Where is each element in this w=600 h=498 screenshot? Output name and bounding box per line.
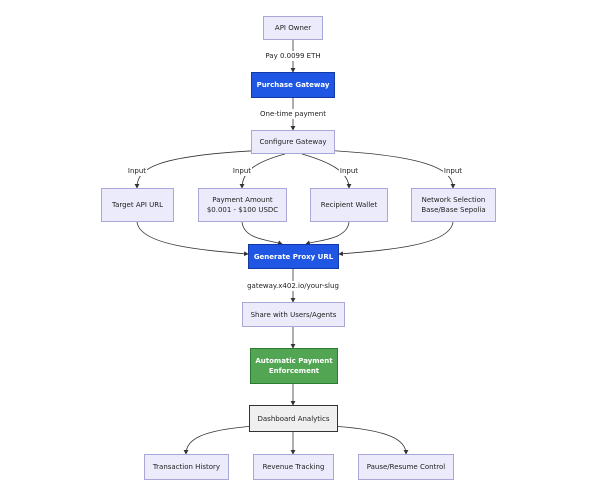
edge-label-pay: Pay 0.0099 ETH: [264, 51, 322, 61]
node-label: API Owner: [274, 24, 312, 32]
node-generate-proxy-url: Generate Proxy URL: [248, 244, 339, 269]
node-payment-amount: Payment Amount $0.001 - $100 USDC: [198, 188, 287, 222]
edge-target-generate: [136, 221, 249, 257]
node-label: Recipient Wallet: [320, 201, 378, 209]
edge-label-input: Input: [442, 166, 464, 176]
node-label: Network Selection Base/Base Sepolia: [421, 196, 486, 214]
node-label: Share with Users/Agents: [250, 310, 337, 319]
node-dashboard-analytics: Dashboard Analytics: [249, 405, 338, 432]
node-recipient-wallet: Recipient Wallet: [310, 188, 388, 222]
node-target-api-url: Target API URL: [101, 188, 174, 222]
edge-configure-recipient: [301, 153, 352, 189]
edge-label-input: Input: [338, 166, 360, 176]
edge-label-input: Input: [231, 166, 253, 176]
edge-configure-payment: [239, 153, 286, 189]
node-automatic-payment: Automatic Payment Enforcement: [250, 348, 338, 384]
node-label: Payment Amount $0.001 - $100 USDC: [206, 196, 279, 214]
node-label: Transaction History: [152, 463, 221, 471]
node-label: Configure Gateway: [259, 138, 327, 146]
node-share-with-users: Share with Users/Agents: [242, 302, 345, 327]
node-revenue-tracking: Revenue Tracking: [253, 454, 334, 480]
node-label: Pause/Resume Control: [366, 463, 446, 471]
node-purchase-gateway: Purchase Gateway: [251, 72, 335, 98]
node-label: Generate Proxy URL: [253, 252, 334, 261]
node-label: Target API URL: [111, 201, 164, 209]
node-label: Revenue Tracking: [262, 463, 325, 471]
edge-network-generate: [338, 221, 454, 257]
node-api-owner: API Owner: [263, 16, 323, 40]
edge-label-input: Input: [126, 166, 148, 176]
edge-payment-generate: [241, 221, 283, 246]
node-transaction-history: Transaction History: [144, 454, 229, 480]
edge-configure-target: [134, 149, 271, 189]
node-label: Dashboard Analytics: [257, 414, 330, 423]
edge-configure-network: [317, 149, 456, 189]
edge-dashboard-pause: [331, 425, 409, 455]
edge-dashboard-transaction: [183, 425, 256, 455]
node-configure-gateway: Configure Gateway: [251, 130, 335, 154]
node-network-selection: Network Selection Base/Base Sepolia: [411, 188, 496, 222]
edge-label-proxy-url: gateway.x402.io/your-slug: [246, 281, 340, 291]
edge-recipient-generate: [305, 221, 350, 246]
edge-label-one-time: One-time payment: [258, 109, 328, 119]
node-label: Automatic Payment Enforcement: [255, 357, 333, 375]
node-pause-resume: Pause/Resume Control: [358, 454, 454, 480]
node-label: Purchase Gateway: [256, 81, 330, 89]
